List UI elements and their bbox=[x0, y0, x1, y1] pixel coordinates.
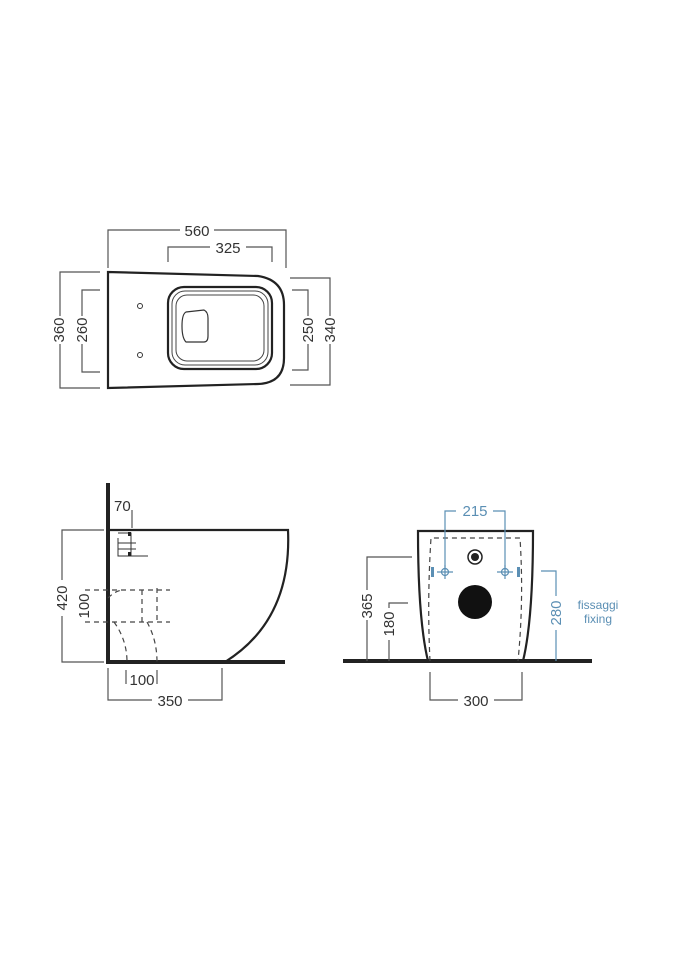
side-profile bbox=[108, 528, 290, 663]
fixing-label-it: fissaggi bbox=[578, 598, 619, 612]
seat-inner bbox=[171, 290, 269, 366]
fixing-left bbox=[431, 565, 453, 579]
fixing-hole-top bbox=[137, 303, 143, 309]
seat-outer bbox=[166, 285, 274, 371]
wall-bracket bbox=[117, 532, 148, 557]
waste-outlet bbox=[458, 585, 492, 619]
dim-215: 215 bbox=[462, 503, 487, 520]
fixing-hole-bottom bbox=[137, 352, 143, 358]
side-view: 420 100 70 100 350 bbox=[54, 483, 290, 710]
top-view-outline bbox=[106, 270, 286, 390]
dim-300: 300 bbox=[463, 693, 488, 710]
dim-560: 560 bbox=[184, 223, 209, 240]
wall-line bbox=[106, 483, 285, 664]
dim-360: 360 bbox=[51, 317, 68, 342]
dim-325: 325 bbox=[215, 240, 240, 257]
dim-100-horizontal: 100 bbox=[129, 672, 154, 689]
dim-350: 350 bbox=[157, 693, 182, 710]
dim-420: 420 bbox=[54, 585, 71, 610]
seat-rim bbox=[175, 294, 265, 362]
top-view: 560 325 360 260 250 340 bbox=[51, 223, 339, 390]
dim-280: 280 bbox=[548, 600, 565, 625]
front-view: 215 365 180 280 fissaggi fixing 300 bbox=[343, 503, 618, 710]
front-profile bbox=[416, 529, 535, 662]
dim-100-vertical: 100 bbox=[76, 593, 93, 618]
fixing-label-en: fixing bbox=[584, 612, 612, 626]
bowl-outlet bbox=[181, 309, 209, 343]
dim-260: 260 bbox=[74, 317, 91, 342]
dim-180: 180 bbox=[381, 611, 398, 636]
dim-365: 365 bbox=[359, 593, 376, 618]
dim-250: 250 bbox=[300, 317, 317, 342]
water-inlet bbox=[467, 549, 483, 565]
fixing-right bbox=[497, 565, 520, 579]
dim-70: 70 bbox=[114, 498, 131, 515]
dim-340: 340 bbox=[322, 317, 339, 342]
